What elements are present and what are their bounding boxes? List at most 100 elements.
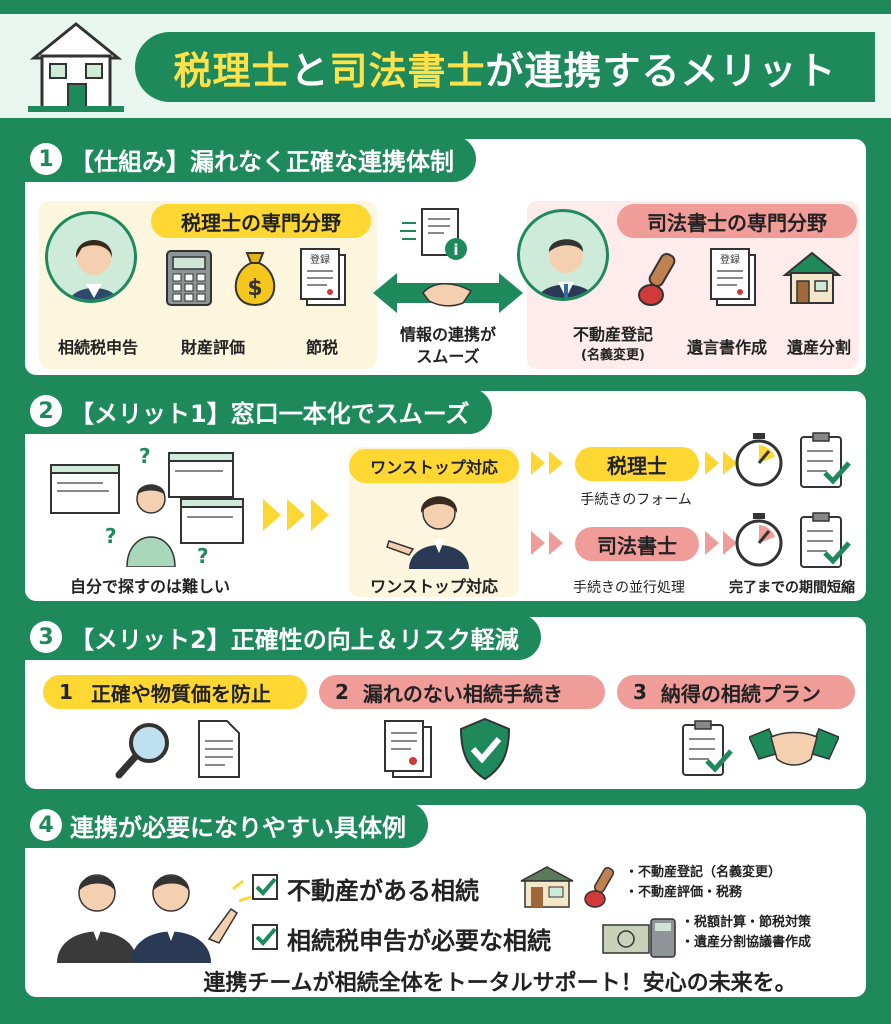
tax-item-inheritance-tax: 相続税申告 (57, 338, 138, 357)
section-2-heading-text: 【メリット1】窓口一本化でスムーズ (70, 399, 470, 428)
onestop-top-text: ワンストップ対応 (370, 458, 498, 477)
page-title: 税理士 と 司法書士 が連携するメリット (135, 32, 875, 102)
parallel-procedure-sub: 手続きの並行処理 (573, 580, 685, 596)
stacked-documents-icon (381, 719, 435, 781)
bottom-row-arrow-icon (531, 529, 575, 557)
forward-arrows-icon (263, 495, 341, 535)
benefit-2-number: 2 (335, 680, 349, 704)
top-row-arrow-icon (531, 449, 575, 477)
bottom-row-arrow-2-icon (705, 529, 749, 557)
section-4-number: 4 (30, 809, 62, 841)
section-4-panel: 4 連携が必要になりやすい具体例 不動産がある相続 (22, 802, 869, 1000)
svg-text:?: ? (197, 544, 209, 567)
yen-calculator-icon (601, 917, 677, 959)
magnifier-icon (115, 719, 175, 779)
section-1-heading-text: 【仕組み】漏れなく正確な連携体制 (70, 147, 454, 176)
case-1-note-1: ・不動産登記（名義変更） (625, 865, 782, 880)
benefit-3-pill: 3 納得の相続プラン (617, 675, 855, 709)
title-tax-accountant: 税理士 (173, 48, 291, 93)
title-and: と (290, 48, 330, 93)
footer-strip (0, 1004, 891, 1024)
section-1-panel: 1 【仕組み】漏れなく正確な連携体制 税理士の専門分野 $ (22, 136, 869, 378)
left-caption: 自分で探すのは難しい (69, 577, 230, 596)
house-icon (781, 249, 843, 305)
benefit-1-number: 1 (59, 680, 73, 704)
case-2-note-1: ・税額計算・節税対策 (681, 915, 812, 930)
section-4-heading-text: 連携が必要になりやすい具体例 (70, 813, 406, 842)
stopwatch-icon (733, 431, 785, 489)
tax-field-title: 税理士の専門分野 (181, 210, 341, 235)
professionals-illustration (43, 859, 253, 963)
judicial-document-icon: 登録 (707, 247, 759, 309)
section-3-number: 3 (30, 621, 62, 653)
case-1-notes: ・不動産登記（名義変更） ・不動産評価・税務 (625, 863, 781, 903)
svg-text:登録: 登録 (310, 253, 330, 266)
tax-accountant-pill: 税理士 (575, 447, 699, 481)
judicial-item-estate-division: 遺産分割 (786, 338, 851, 357)
handshake-arrow-icon (373, 263, 523, 323)
section-3-heading-text: 【メリット2】正確性の向上＆リスク軽減 (70, 625, 519, 654)
info-sharing-line-1: 情報の連携が (399, 325, 496, 344)
tax-field-pill: 税理士の専門分野 (151, 204, 371, 238)
case-2-note-2: ・遺産分割協議書作成 (681, 935, 812, 950)
shield-check-icon (457, 717, 513, 781)
judicial-field-pill: 司法書士の専門分野 (617, 204, 857, 238)
judicial-item-will: 遺言書作成 (686, 338, 767, 357)
judicial-field-title: 司法書士の専門分野 (647, 210, 827, 235)
svg-text:i: i (453, 241, 458, 259)
title-judicial-scrivener: 司法書士 (329, 48, 486, 93)
seal-stamp-icon (581, 865, 621, 909)
section-3-panel: 3 【メリット2】正確性の向上＆リスク軽減 1 正確や物質価を防止 2 漏れのな… (22, 614, 869, 792)
judicial-scrivener-pill: 司法書士 (575, 527, 699, 561)
benefit-3-label: 納得の相続プラン (660, 681, 821, 706)
section-1-number: 1 (30, 143, 62, 175)
footer-message: 連携チームが相続全体をトータルサポート！安心の未来を。 (203, 971, 797, 996)
case-2-checkbox-icon (251, 923, 279, 951)
benefit-2-pill: 2 漏れのない相続手続き (319, 675, 605, 709)
checklist-2-icon (797, 511, 851, 569)
shop-icon (519, 865, 575, 909)
paper-icon (195, 719, 243, 779)
section-4-heading: 4 連携が必要になりやすい具体例 (22, 802, 428, 848)
judicial-scrivener-avatar (517, 209, 609, 301)
svg-text:$: $ (247, 276, 262, 301)
svg-text:?: ? (139, 447, 151, 468)
calculator-icon (165, 249, 213, 307)
receptionist-illustration (379, 483, 489, 569)
tax-item-tax-saving: 節税 (305, 338, 338, 357)
tax-item-asset-valuation: 財産評価 (180, 338, 245, 357)
info-document-icon: i (400, 205, 470, 265)
shortened-period-caption: 完了までの期間短縮 (729, 580, 855, 596)
case-1-checkbox-icon (251, 873, 279, 901)
benefit-2-label: 漏れのない相続手続き (362, 681, 563, 706)
house-logo-icon (26, 18, 126, 114)
benefit-1-pill: 1 正確や物質価を防止 (43, 675, 307, 709)
judicial-item-title-change: (名義変更) (581, 348, 645, 363)
plan-checklist-icon (679, 719, 733, 777)
svg-text:?: ? (105, 524, 117, 548)
header-top-bar (0, 0, 891, 14)
svg-text:登録: 登録 (720, 253, 740, 266)
case-1-note-2: ・不動産評価・税務 (625, 885, 743, 900)
case-2-label: 相続税申告が必要な相続 (287, 927, 551, 955)
confused-browsing-illustration: ? ? ? (43, 447, 253, 567)
section-3-heading: 3 【メリット2】正確性の向上＆リスク軽減 (22, 614, 541, 660)
benefit-1-label: 正確や物質価を防止 (90, 681, 271, 706)
onestop-top-pill: ワンストップ対応 (349, 449, 519, 483)
case-1-label: 不動産がある相続 (287, 877, 479, 905)
case-2-notes: ・税額計算・節税対策 ・遺産分割協議書作成 (681, 913, 811, 953)
info-sharing-label: 情報の連携が スムーズ (375, 324, 521, 368)
section-2-panel: 2 【メリット1】窓口一本化でスムーズ ? ? ? 自分で探すのは難しい (22, 388, 869, 604)
section-2-number: 2 (30, 395, 62, 427)
checklist-icon (797, 431, 851, 489)
benefit-3-number: 3 (633, 680, 647, 704)
judicial-scrivener-pill-text: 司法書士 (597, 533, 677, 558)
section-1-heading: 1 【仕組み】漏れなく正確な連携体制 (22, 136, 476, 182)
stamp-icon (631, 249, 683, 309)
info-sharing-line-2: スムーズ (416, 347, 480, 366)
section-2-heading: 2 【メリット1】窓口一本化でスムーズ (22, 388, 492, 434)
judicial-item-real-estate-registration: 不動産登記 (572, 325, 653, 344)
title-rest: が連携するメリット (485, 48, 837, 93)
agreement-handshake-icon (749, 723, 839, 773)
stopwatch-2-icon (733, 511, 785, 569)
